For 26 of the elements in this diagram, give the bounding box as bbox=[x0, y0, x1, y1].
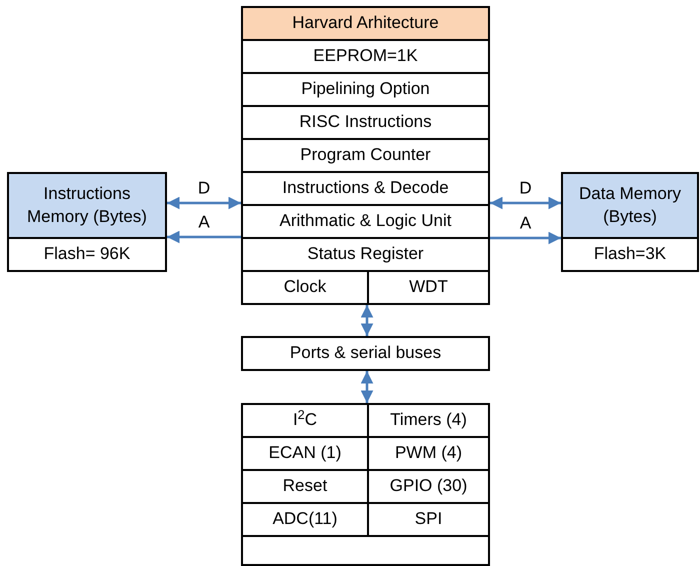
label-box: Pipelining Option bbox=[241, 72, 490, 107]
arrow bbox=[360, 305, 374, 336]
arrow bbox=[167, 230, 241, 244]
label-box: Data Memory (Bytes) bbox=[561, 172, 699, 239]
label-box: Harvard Arhitecture bbox=[241, 6, 490, 41]
label-box: Ports & serial buses bbox=[241, 336, 490, 371]
label-box: RISC Instructions bbox=[241, 105, 490, 140]
arrow bbox=[360, 371, 374, 403]
label-box: Program Counter bbox=[241, 138, 490, 173]
arrow bbox=[490, 196, 561, 210]
label-box: Arithmatic & Logic Unit bbox=[241, 204, 490, 239]
empty-box bbox=[241, 535, 490, 566]
label-box: Timers (4) bbox=[367, 403, 490, 438]
label-box: Flash=3K bbox=[561, 237, 699, 272]
arrow bbox=[167, 196, 241, 210]
label-box: Instructions & Decode bbox=[241, 171, 490, 206]
label-box: WDT bbox=[367, 270, 490, 305]
label-box: Status Register bbox=[241, 237, 490, 272]
label-box: Clock bbox=[241, 270, 369, 305]
arrow bbox=[490, 232, 561, 244]
label-box: EEPROM=1K bbox=[241, 39, 490, 74]
edge-label: A bbox=[518, 214, 534, 232]
edge-label: A bbox=[196, 214, 212, 230]
label-box: I$^{2}$C bbox=[241, 403, 369, 438]
label-box: Flash= 96K bbox=[7, 237, 167, 272]
label-box: Instructions Memory (Bytes) bbox=[7, 172, 167, 239]
